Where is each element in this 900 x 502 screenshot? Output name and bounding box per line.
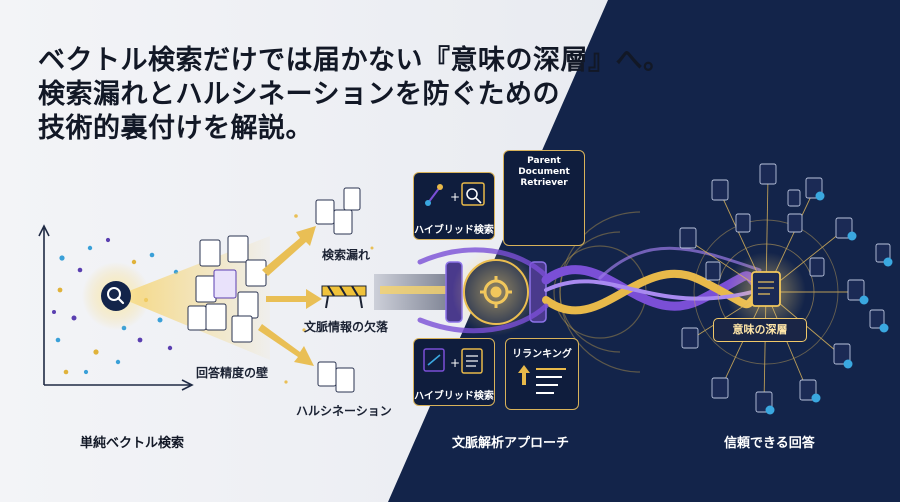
semantic-depth-label: 意味の深層	[713, 318, 807, 342]
document-cluster	[187, 235, 267, 343]
label-context-loss: 文脈情報の欠落	[304, 320, 389, 334]
section-title-context-analysis: 文脈解析アプローチ	[452, 436, 570, 451]
svg-text:+: +	[450, 190, 460, 204]
section-title-simple-vector-search: 単純ベクトル検索	[80, 436, 185, 451]
hybrid-search-label-bottom: ハイブリッド検索	[414, 391, 494, 402]
reranking-box: リランキング	[505, 338, 579, 410]
hybrid-search-icon: +	[423, 348, 483, 374]
axes	[38, 224, 194, 391]
parent-document-label: Parent Document Retriever	[518, 156, 570, 188]
network-documents	[679, 163, 891, 413]
label-precision-wall: 回答精度の壁	[196, 366, 269, 380]
scattered-docs	[315, 187, 361, 393]
hybrid-search-box-bottom: + ハイブリッド検索	[413, 338, 495, 406]
magnifier-icon	[101, 281, 131, 311]
headline-line-1: ベクトル検索だけでは届かない『意味の深層』へ。	[38, 45, 671, 76]
label-hallucination: ハルシネーション	[296, 404, 392, 418]
headline-line-2: 検索漏れとハルシネーションを防ぐための	[38, 79, 560, 110]
barrier-icon	[321, 285, 367, 309]
hybrid-search-icon: +	[425, 182, 485, 206]
reranking-label: リランキング	[512, 349, 572, 360]
svg-text:+: +	[450, 356, 460, 370]
section-title-reliable-answer: 信頼できる回答	[724, 436, 815, 451]
check-badges	[765, 191, 893, 415]
ranked-list-icon	[518, 365, 566, 394]
label-recall-miss: 検索漏れ	[322, 248, 371, 262]
parent-document-box: Parent Document Retriever	[503, 150, 585, 246]
gear-icon	[480, 276, 512, 308]
hybrid-search-label-top: ハイブリッド検索	[414, 225, 494, 236]
hybrid-search-box-top: + ハイブリッド検索	[413, 172, 495, 240]
headline-line-3: 技術的裏付けを解説。	[38, 113, 313, 144]
central-document-icon	[751, 271, 781, 307]
